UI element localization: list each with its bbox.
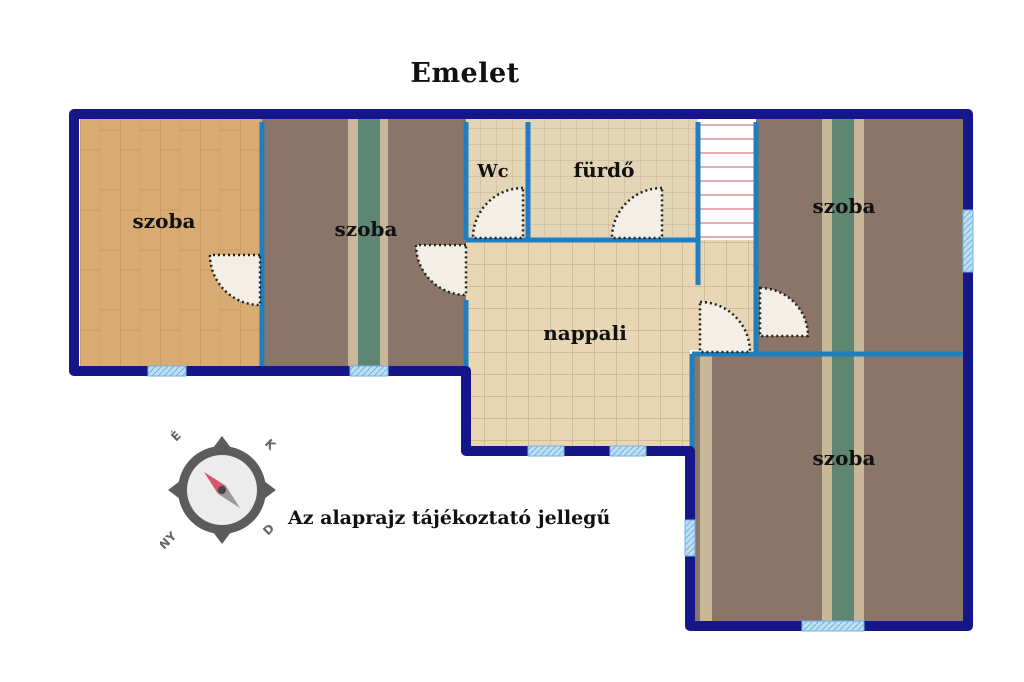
door-swing (414, 243, 468, 297)
compass-label-n: É (168, 428, 184, 444)
room-label-szoba-3: szoba (813, 194, 876, 218)
plan-title: Emelet (410, 58, 520, 89)
door-swing (758, 286, 810, 338)
window (684, 519, 696, 557)
compass-label-s: D (260, 521, 277, 538)
door-swing (610, 186, 664, 240)
window (527, 445, 565, 457)
room-label-szoba-1: szoba (133, 209, 196, 233)
compass-label-e: K (262, 436, 279, 453)
floor-stairs (700, 118, 754, 242)
room-label-furdo: fürdő (573, 158, 634, 182)
window (349, 365, 389, 377)
floor-szoba-1 (80, 118, 262, 368)
room-labels: szoba szoba Wc fürdő nappali szoba szoba (133, 158, 876, 470)
floor-szoba-2 (262, 118, 466, 368)
window (962, 209, 974, 273)
room-label-nappali: nappali (543, 321, 627, 345)
windows (147, 209, 974, 632)
doors (208, 186, 810, 354)
window (147, 365, 187, 377)
floor-szoba-4 (692, 354, 964, 622)
compass-label-w: NY (160, 529, 180, 552)
outer-walls (69, 109, 973, 631)
room-label-wc: Wc (476, 161, 508, 182)
door-swing (208, 253, 262, 307)
window (801, 620, 865, 632)
floor-furdo (526, 118, 698, 240)
interior-partitions (259, 122, 964, 448)
compass-icon: É K D NY (160, 428, 279, 552)
door-swing (471, 186, 525, 240)
room-label-szoba-4: szoba (813, 446, 876, 470)
disclaimer-note: Az alaprajz tájékoztató jellegű (288, 507, 611, 529)
room-label-szoba-2: szoba (335, 217, 398, 241)
window (609, 445, 647, 457)
door-swing (698, 300, 752, 354)
